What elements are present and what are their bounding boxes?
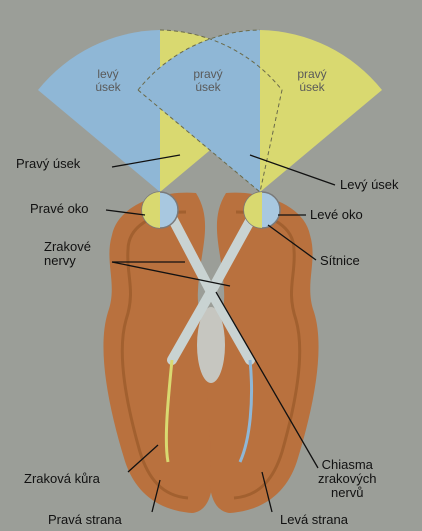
- label-optic-nerves-line2: nervy: [44, 254, 91, 268]
- label-left-eye: Levé oko: [310, 208, 363, 222]
- label-chiasm: Chiasma zrakových nervů: [318, 458, 377, 500]
- label-chiasm-line3: nervů: [318, 486, 377, 500]
- label-chiasm-line2: zrakových: [318, 472, 377, 486]
- label-optic-nerves: Zrakové nervy: [44, 240, 91, 268]
- right-field-label: pravý úsek: [186, 68, 230, 94]
- label-optic-nerves-line1: Zrakové: [44, 240, 91, 254]
- right-field-label-line2: úsek: [186, 81, 230, 94]
- right-field-label-2-line2: úsek: [290, 81, 334, 94]
- label-right-eye: Pravé oko: [30, 202, 89, 216]
- label-right-segment: Pravý úsek: [16, 157, 80, 171]
- label-right-side: Pravá strana: [48, 513, 122, 527]
- left-field-label: levý úsek: [88, 68, 128, 94]
- label-left-segment: Levý úsek: [340, 178, 399, 192]
- left-eye: [244, 192, 280, 228]
- label-visual-cortex: Zraková kůra: [24, 472, 100, 486]
- label-left-side: Levá strana: [280, 513, 348, 527]
- label-chiasm-line1: Chiasma: [318, 458, 377, 472]
- label-retina: Sítnice: [320, 254, 360, 268]
- right-field-label-2: pravý úsek: [290, 68, 334, 94]
- right-eye: [142, 192, 178, 228]
- left-field-label-line2: úsek: [88, 81, 128, 94]
- right-field-cone-b: [260, 30, 382, 192]
